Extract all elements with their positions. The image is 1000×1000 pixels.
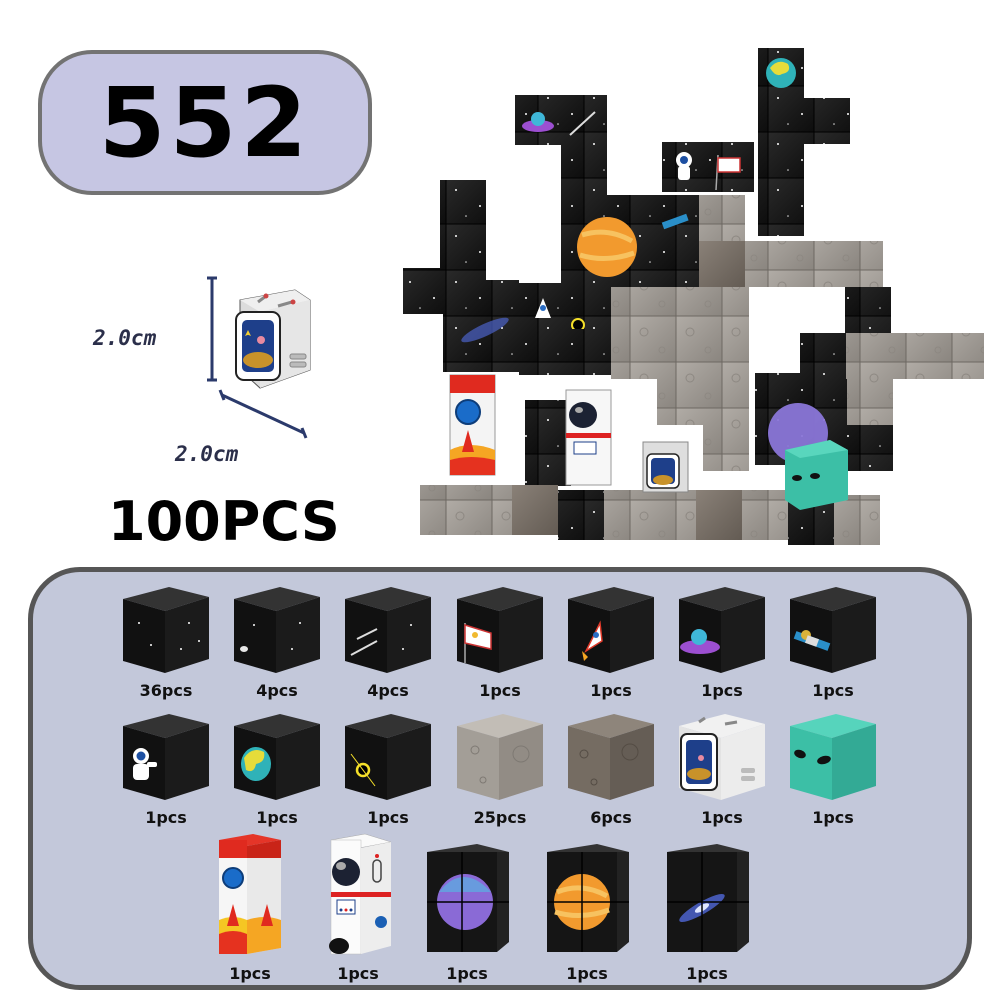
- piece-qty: 1pcs: [701, 681, 743, 700]
- piece-qty: 25pcs: [473, 808, 527, 827]
- rocket-block-icon: [449, 374, 496, 476]
- piece-qty: 6pcs: [590, 808, 632, 827]
- rocket-block-icon: [219, 834, 281, 954]
- astronaut-block-icon: [329, 833, 392, 955]
- piece-qty: 36pcs: [139, 681, 193, 700]
- piece-qty: 1pcs: [367, 808, 409, 827]
- galaxy-icon: [461, 317, 509, 343]
- window-cube-small-icon: [642, 441, 689, 493]
- set-number-badge: 552: [38, 50, 372, 195]
- piece-astronaut-tall-block: 1pcs: [308, 830, 408, 983]
- piece-moon-dark-cube: 6pcs: [561, 710, 661, 827]
- piece-flag-cube: 1pcs: [450, 583, 550, 700]
- earth-cube-icon: [234, 714, 320, 800]
- moon-dark-cube-icon: [568, 714, 654, 800]
- astronaut-cube-icon: [123, 714, 209, 800]
- piece-earth-cube: 1pcs: [227, 710, 327, 827]
- height-dimension-line: [207, 276, 217, 382]
- piece-galaxy-2x2: 1pcs: [657, 830, 757, 983]
- piece-qty: 1pcs: [479, 681, 521, 700]
- piece-window-cube: 1pcs: [672, 710, 772, 827]
- window-cube-icon: [679, 714, 765, 800]
- orange-planet-icon: [577, 217, 637, 277]
- piece-qty: 1pcs: [337, 964, 379, 983]
- piece-rocket-tall-block: 1pcs: [200, 830, 300, 983]
- piece-comet-cube: 4pcs: [338, 583, 438, 700]
- piece-black-hole-cube: 1pcs: [338, 710, 438, 827]
- piece-alien-cube: 1pcs: [783, 710, 883, 827]
- flag-cube-icon: [457, 587, 543, 673]
- piece-moon-light-cube: 25pcs: [450, 710, 550, 827]
- piece-qty: 1pcs: [812, 681, 854, 700]
- piece-space-glow-cube: 4pcs: [227, 583, 327, 700]
- piece-rocket-cube: 1pcs: [561, 583, 661, 700]
- piece-satellite-cube: 1pcs: [783, 583, 883, 700]
- piece-plain-space-cube: 36pcs: [116, 583, 216, 700]
- width-dimension-label: 2.0cm: [175, 442, 239, 466]
- piece-qty: 1pcs: [590, 681, 632, 700]
- piece-astronaut-cube: 1pcs: [116, 710, 216, 827]
- purple-planet-block-icon: [427, 844, 509, 952]
- piece-qty: 4pcs: [367, 681, 409, 700]
- height-dimension-label: 2.0cm: [93, 326, 157, 350]
- satellite-cube-icon: [790, 587, 876, 673]
- comet-cube-icon: [561, 95, 607, 145]
- space-glow-cube-icon: [234, 587, 320, 673]
- ufo-cube-icon: [679, 587, 765, 673]
- set-number: 552: [98, 66, 312, 179]
- piece-qty: 1pcs: [446, 964, 488, 983]
- orange-planet-block-icon: [547, 844, 629, 952]
- size-demo-graphic: [207, 276, 311, 439]
- piece-qty: 1pcs: [686, 964, 728, 983]
- piece-qty: 1pcs: [812, 808, 854, 827]
- width-dimension-line: [218, 389, 308, 439]
- black-hole-cube-icon: [345, 714, 431, 800]
- piece-qty: 1pcs: [256, 808, 298, 827]
- total-pieces: 100PCS: [108, 490, 340, 553]
- plain-space-cube-icon: [123, 587, 209, 673]
- alien-cube-icon: [790, 714, 876, 800]
- rocket-cube-icon: [568, 587, 654, 673]
- piece-ufo-cube: 1pcs: [672, 583, 772, 700]
- galaxy-block-icon: [667, 844, 749, 952]
- piece-purple-planet-2x2: 1pcs: [417, 830, 517, 983]
- piece-orange-planet-2x2: 1pcs: [537, 830, 637, 983]
- piece-qty: 1pcs: [566, 964, 608, 983]
- built-model-image: [403, 48, 984, 545]
- comet-cube-icon: [345, 587, 431, 673]
- moon-light-cube-icon: [457, 714, 543, 800]
- window-cube-icon: [235, 289, 311, 389]
- piece-qty: 1pcs: [701, 808, 743, 827]
- piece-qty: 1pcs: [145, 808, 187, 827]
- astronaut-block-icon: [565, 389, 612, 486]
- alien-cube-icon: [785, 440, 848, 510]
- piece-qty: 4pcs: [256, 681, 298, 700]
- piece-qty: 1pcs: [229, 964, 271, 983]
